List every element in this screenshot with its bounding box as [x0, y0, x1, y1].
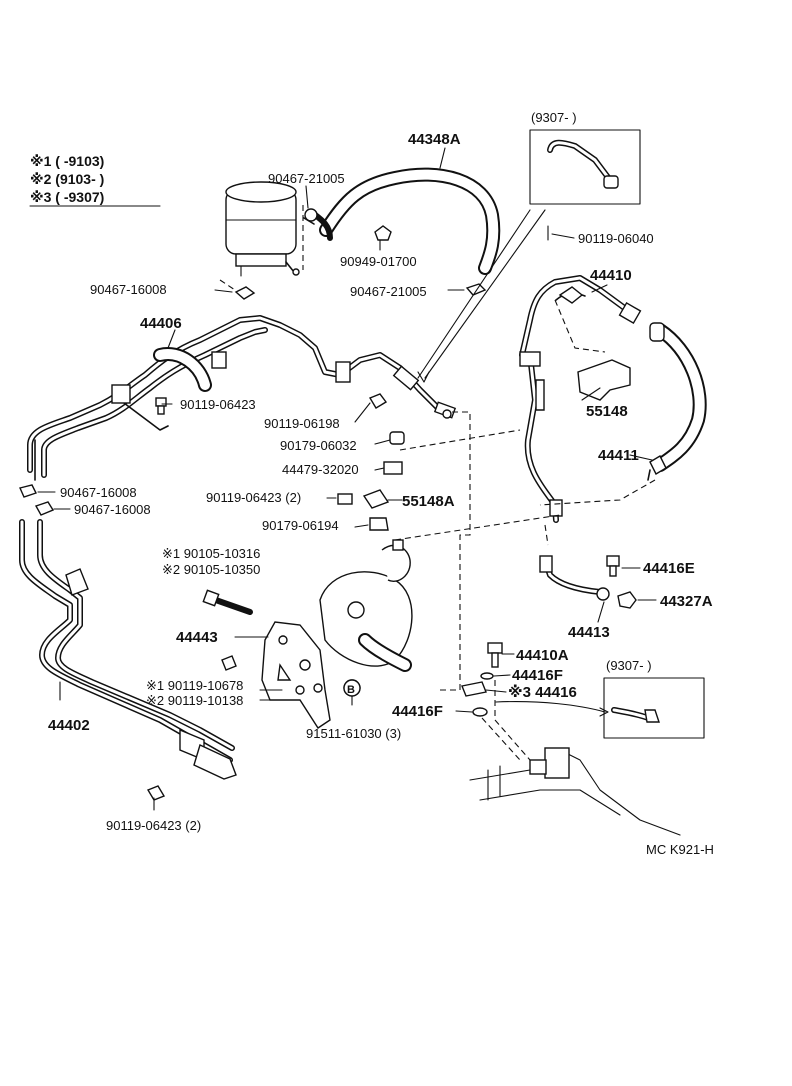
- label-90179-06194: 90179-06194: [262, 518, 339, 533]
- pressure-hose-44410: [519, 275, 642, 358]
- label-44416E: 44416E: [643, 560, 695, 577]
- legend: ※1 ( -9103) ※2 (9103- ) ※3 ( -9307): [29, 153, 161, 207]
- label-44327A: 44327A: [660, 593, 713, 610]
- inset-box-bottom-right: [603, 677, 705, 739]
- inset-box-top-right: [529, 129, 641, 205]
- label-55148: 55148: [586, 403, 628, 420]
- label-44416F-lower: 44416F: [392, 703, 443, 720]
- label-44410A: 44410A: [516, 647, 569, 664]
- label-44348A: 44348A: [408, 131, 461, 148]
- legend-row-3: ※3 ( -9307): [30, 189, 104, 205]
- part-labels: 44348A 90467-21005 90949-01700 90467-210…: [48, 131, 714, 857]
- steering-gear: [469, 747, 681, 836]
- cooler-pipes-44402: [19, 519, 237, 780]
- label-44443: 44443: [176, 629, 218, 646]
- leader-lines: [37, 147, 657, 811]
- label-90119-06198: 90119-06198: [264, 416, 340, 431]
- legend-row-2: ※2 (9103- ): [30, 171, 104, 187]
- label-90467-16008-top: 90467-16008: [90, 282, 167, 297]
- label-90105-10316: ※1 90105-10316: [162, 546, 260, 561]
- label-90467-21005-top: 90467-21005: [268, 171, 345, 186]
- label-44416: ※3 44416: [508, 683, 577, 701]
- pressure-return-pipes-44406: [27, 315, 443, 481]
- marker-b: B: [343, 679, 361, 697]
- label-90119-06423-2-center: 90119-06423 (2): [206, 490, 301, 505]
- label-90467-21005-right: 90467-21005: [350, 284, 427, 299]
- pressure-hose-44411: [647, 322, 707, 481]
- label-44411: 44411: [598, 447, 639, 464]
- label-90105-10350: ※2 90105-10350: [162, 562, 260, 577]
- reference-lines: [219, 205, 656, 761]
- center-small-parts: [337, 393, 405, 531]
- inset-top-right-label: (9307- ): [531, 110, 577, 125]
- power-steering-pump: [319, 539, 413, 672]
- label-90119-06423-2-bottom: 90119-06423 (2): [106, 818, 201, 833]
- label-44410: 44410: [590, 267, 632, 284]
- label-91511-61030: 91511-61030 (3): [306, 726, 401, 741]
- label-44479-32020: 44479-32020: [282, 462, 359, 477]
- legend-row-1: ※1 ( -9103): [30, 153, 104, 169]
- union-bolts: [461, 642, 609, 717]
- inset-pointer-lines: [417, 209, 546, 383]
- pipe-end-fitting: [433, 401, 457, 419]
- hose-clamps-top: [234, 208, 487, 300]
- label-44406: 44406: [140, 315, 182, 332]
- inset-bottom-right-label: (9307- ): [606, 658, 652, 673]
- return-pipe-right: [519, 351, 563, 523]
- label-90949-01700: 90949-01700: [340, 254, 417, 269]
- reservoir-tank: [225, 181, 300, 277]
- label-44416F-upper: 44416F: [512, 667, 563, 684]
- label-90179-06032: 90179-06032: [280, 438, 357, 453]
- label-90467-16008-left-2: 90467-16008: [74, 502, 151, 517]
- label-90119-10678: ※1 90119-10678: [146, 678, 243, 693]
- label-90119-06040: 90119-06040: [578, 231, 654, 246]
- label-44402: 44402: [48, 717, 90, 734]
- diagram-code: MC K921-H: [646, 842, 714, 857]
- label-55148A: 55148A: [402, 493, 455, 510]
- marker-b-label: B: [347, 684, 355, 696]
- bracket-55148: [577, 359, 631, 401]
- label-90467-16008-left-1: 90467-16008: [60, 485, 137, 500]
- left-clips: [19, 397, 167, 516]
- pressure-pipe-44413: [539, 555, 637, 609]
- label-90119-10138: ※2 90119-10138: [146, 693, 243, 708]
- label-44413: 44413: [568, 624, 610, 641]
- label-90119-06423: 90119-06423: [180, 397, 256, 412]
- pump-bracket-44443: [261, 621, 331, 729]
